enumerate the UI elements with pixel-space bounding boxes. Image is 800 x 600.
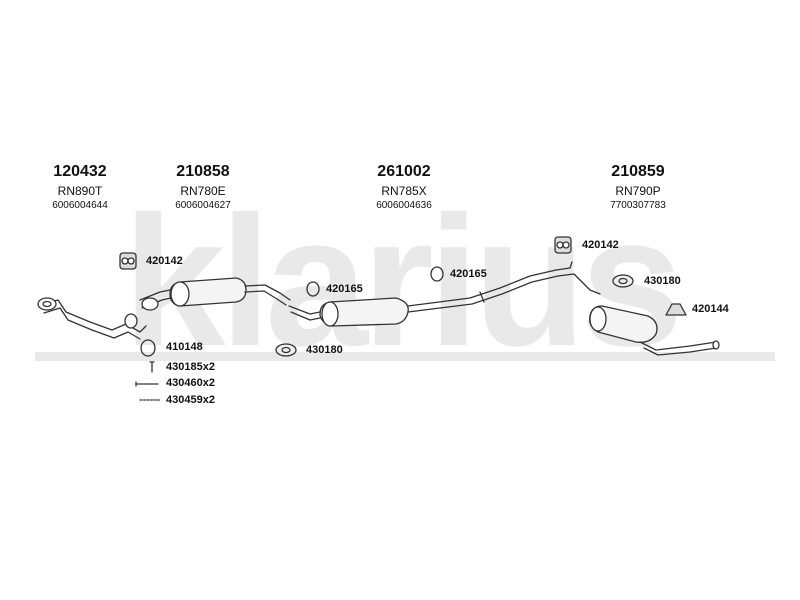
part-number[interactable]: 210859 [611, 163, 665, 180]
bracket-icon[interactable] [665, 303, 687, 316]
group-210858: 210858 RN780E 6006004627 [143, 163, 263, 213]
part-number[interactable]: 261002 [377, 163, 431, 180]
rear-silencer-210859[interactable] [589, 305, 720, 356]
ring-icon[interactable] [430, 266, 444, 282]
fitting-label[interactable]: 430460x2 [166, 377, 215, 389]
part-number[interactable]: 120432 [53, 163, 107, 180]
fitting-label[interactable]: 430185x2 [166, 361, 215, 373]
front-pipe-120432[interactable] [37, 297, 147, 340]
rubber-mount-icon[interactable] [119, 252, 137, 270]
ring-icon[interactable] [140, 339, 156, 357]
fitting-label[interactable]: 420165 [450, 268, 487, 280]
clamp-icon[interactable] [612, 274, 634, 288]
fitting-label[interactable]: 420142 [582, 239, 619, 251]
oem-number: 6006004627 [175, 200, 231, 211]
oem-number: 6006004636 [376, 200, 432, 211]
intermediate-section-261002[interactable] [288, 261, 601, 327]
ring-icon[interactable] [306, 281, 320, 297]
rubber-mount-icon[interactable] [554, 236, 572, 254]
watermark-underline [35, 352, 775, 361]
fitting-label[interactable]: 420165 [326, 283, 363, 295]
group-210859: 210859 RN790P 7700307783 [578, 163, 698, 213]
oem-number: 7700307783 [610, 200, 666, 211]
fitting-label[interactable]: 430180 [644, 275, 681, 287]
group-120432: 120432 RN890T 6006004644 [20, 163, 140, 213]
clamp-icon[interactable] [275, 343, 297, 357]
fitting-label[interactable]: 430180 [306, 344, 343, 356]
oem-number: 6006004644 [52, 200, 108, 211]
fitting-label[interactable]: 420144 [692, 303, 729, 315]
part-number[interactable]: 210858 [176, 163, 230, 180]
bolt-icon[interactable] [135, 381, 159, 387]
fitting-label[interactable]: 430459x2 [166, 394, 215, 406]
part-code: RN890T [57, 184, 103, 198]
center-silencer-210858[interactable] [139, 277, 291, 311]
bolt-icon[interactable] [149, 361, 155, 373]
part-code: RN790P [615, 184, 661, 198]
group-261002: 261002 RN785X 6006004636 [344, 163, 464, 213]
fitting-label[interactable]: 420142 [146, 255, 183, 267]
part-code: RN780E [180, 184, 226, 198]
part-code: RN785X [381, 184, 427, 198]
fitting-label[interactable]: 410148 [166, 341, 203, 353]
